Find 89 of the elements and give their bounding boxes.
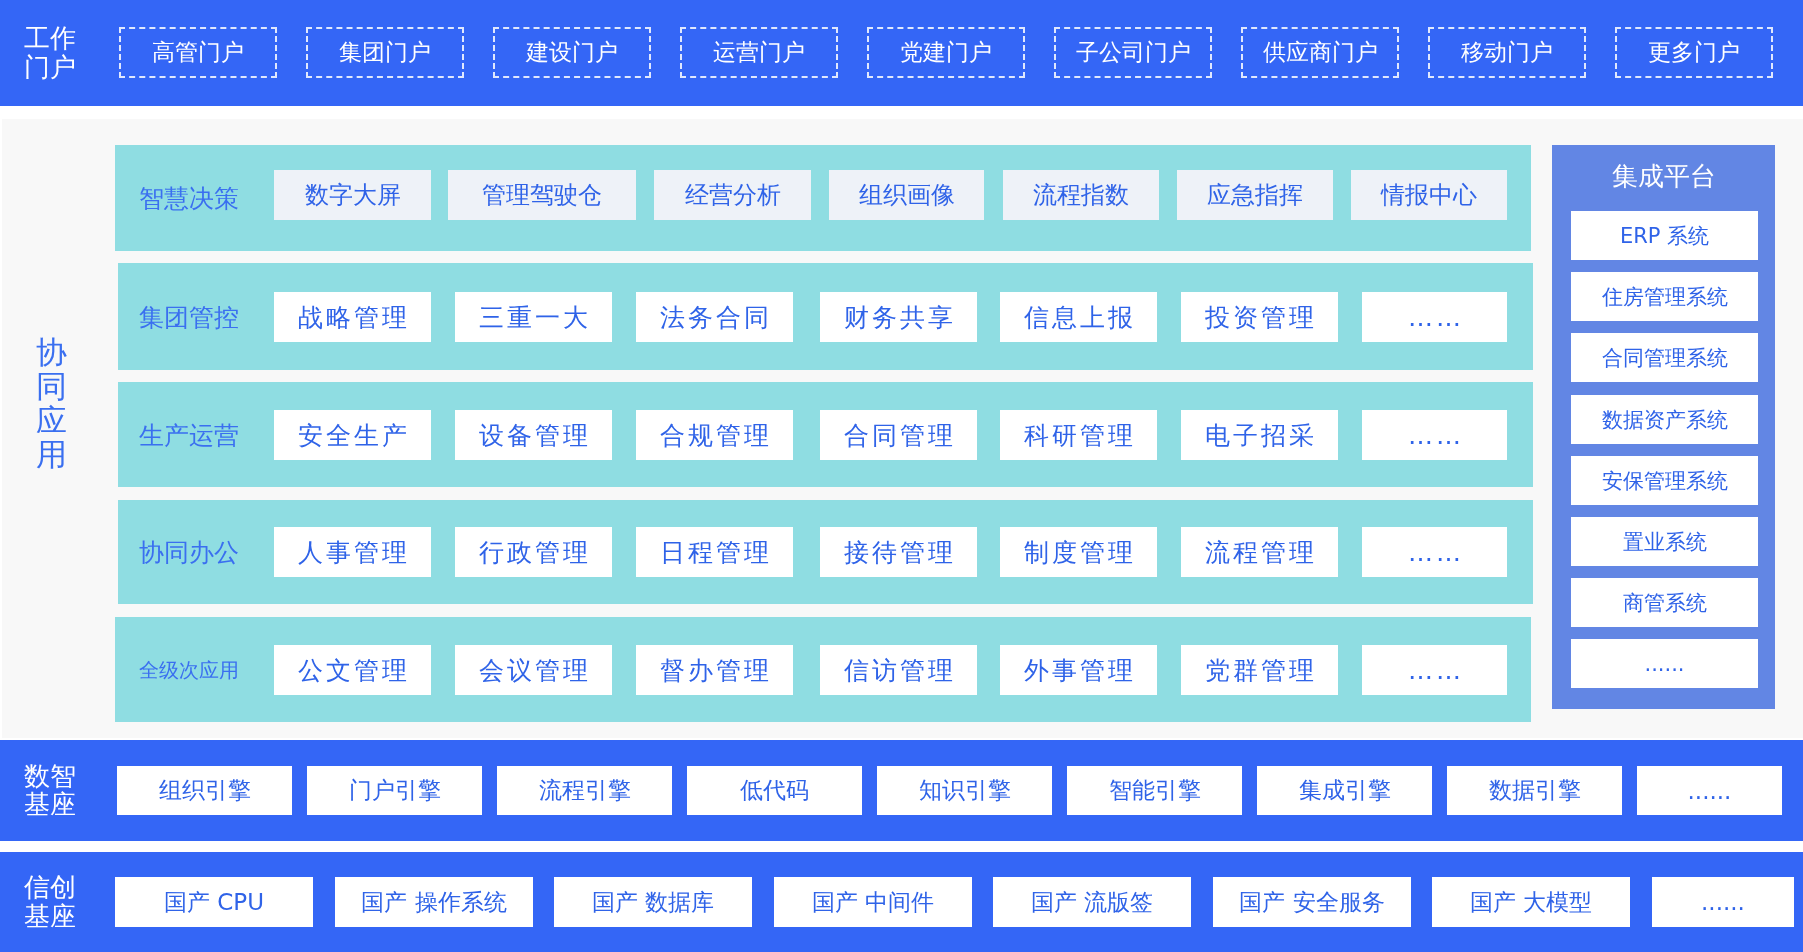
- layer-title: 数智基座: [24, 761, 76, 820]
- module-tile: 管理驾驶仓: [448, 170, 636, 220]
- category-row: [115, 145, 1531, 251]
- portal-entry: 集团门户: [306, 27, 464, 78]
- system-tile: 数据资产系统: [1571, 395, 1758, 444]
- module-tile: 督办管理: [636, 645, 793, 695]
- layer-title: 信创基座: [24, 873, 76, 931]
- module-tile: ……: [1362, 410, 1507, 460]
- portal-entry: 高管门户: [119, 27, 277, 78]
- system-tile: ERP 系统: [1571, 211, 1758, 260]
- layer-panel: [2, 119, 1803, 738]
- module-tile: 经营分析: [654, 170, 811, 220]
- component-tile: 国产 安全服务: [1213, 877, 1411, 927]
- module-tile: 财务共享: [820, 292, 977, 342]
- module-tile: 战略管理: [274, 292, 431, 342]
- module-tile: 会议管理: [455, 645, 612, 695]
- engine-tile: 知识引擎: [877, 766, 1052, 815]
- component-tile: 国产 操作系统: [335, 877, 533, 927]
- category-label: 生产运营: [139, 419, 239, 451]
- layer-band: [0, 852, 1803, 952]
- module-tile: ……: [1362, 527, 1507, 577]
- engine-tile: 数据引擎: [1447, 766, 1622, 815]
- system-tile: 置业系统: [1571, 517, 1758, 566]
- module-tile: 信息上报: [1000, 292, 1157, 342]
- engine-tile: 智能引擎: [1067, 766, 1242, 815]
- component-tile: 国产 数据库: [554, 877, 752, 927]
- engine-tile: 门户引擎: [307, 766, 482, 815]
- module-tile: 情报中心: [1351, 170, 1507, 220]
- module-tile: 科研管理: [1000, 410, 1157, 460]
- system-tile: 商管系统: [1571, 578, 1758, 627]
- module-tile: 合规管理: [636, 410, 793, 460]
- engine-tile: 低代码: [687, 766, 862, 815]
- module-tile: 数字大屏: [274, 170, 431, 220]
- module-tile: 公文管理: [274, 645, 431, 695]
- module-tile: 行政管理: [455, 527, 612, 577]
- portal-entry: 运营门户: [680, 27, 838, 78]
- portal-entry: 移动门户: [1428, 27, 1586, 78]
- system-tile: ......: [1571, 639, 1758, 688]
- module-tile: 法务合同: [636, 292, 793, 342]
- category-row: [118, 382, 1533, 487]
- layer-title: 协同应用: [36, 335, 67, 472]
- category-row: [115, 617, 1531, 722]
- module-tile: 设备管理: [455, 410, 612, 460]
- portal-entry: 更多门户: [1615, 27, 1773, 78]
- module-tile: 流程指数: [1003, 170, 1159, 220]
- system-tile: 住房管理系统: [1571, 272, 1758, 321]
- module-tile: 流程管理: [1181, 527, 1338, 577]
- portal-entry: 党建门户: [867, 27, 1025, 78]
- module-tile: 外事管理: [1000, 645, 1157, 695]
- layer-title: 工作门户: [24, 24, 76, 82]
- system-tile: 安保管理系统: [1571, 456, 1758, 505]
- module-tile: 应急指挥: [1177, 170, 1333, 220]
- engine-tile: ......: [1637, 766, 1782, 815]
- portal-entry: 建设门户: [493, 27, 651, 78]
- module-tile: 日程管理: [636, 527, 793, 577]
- portal-entry: 供应商门户: [1241, 27, 1399, 78]
- engine-tile: 流程引擎: [497, 766, 672, 815]
- module-tile: 投资管理: [1181, 292, 1338, 342]
- category-label: 智慧决策: [139, 182, 239, 215]
- engine-tile: 集成引擎: [1257, 766, 1432, 815]
- module-tile: 电子招采: [1181, 410, 1338, 460]
- panel-title: 集成平台: [1610, 160, 1717, 193]
- module-tile: 安全生产: [274, 410, 431, 460]
- component-tile: 国产 中间件: [774, 877, 972, 927]
- module-tile: 信访管理: [820, 645, 977, 695]
- module-tile: 组织画像: [829, 170, 984, 220]
- category-row: [118, 263, 1533, 370]
- system-tile: 合同管理系统: [1571, 333, 1758, 382]
- module-tile: ……: [1362, 292, 1507, 342]
- engine-tile: 组织引擎: [117, 766, 292, 815]
- layer-band: [0, 740, 1803, 841]
- component-tile: 国产 流版签: [993, 877, 1191, 927]
- module-tile: 人事管理: [274, 527, 431, 577]
- component-tile: ......: [1652, 877, 1794, 927]
- category-row: [118, 500, 1533, 604]
- module-tile: 三重一大: [455, 292, 612, 342]
- category-label: 集团管控: [139, 301, 239, 333]
- module-tile: 接待管理: [820, 527, 977, 577]
- module-tile: 合同管理: [820, 410, 977, 460]
- category-label: 全级次应用: [139, 656, 239, 683]
- module-tile: 党群管理: [1181, 645, 1338, 695]
- module-tile: 制度管理: [1000, 527, 1157, 577]
- integration-panel: [1552, 145, 1775, 709]
- layer-band: [0, 0, 1803, 106]
- module-tile: ……: [1362, 645, 1507, 695]
- category-label: 协同办公: [139, 536, 239, 569]
- component-tile: 国产 大模型: [1432, 877, 1630, 927]
- portal-entry: 子公司门户: [1054, 27, 1212, 78]
- component-tile: 国产 CPU: [115, 877, 313, 927]
